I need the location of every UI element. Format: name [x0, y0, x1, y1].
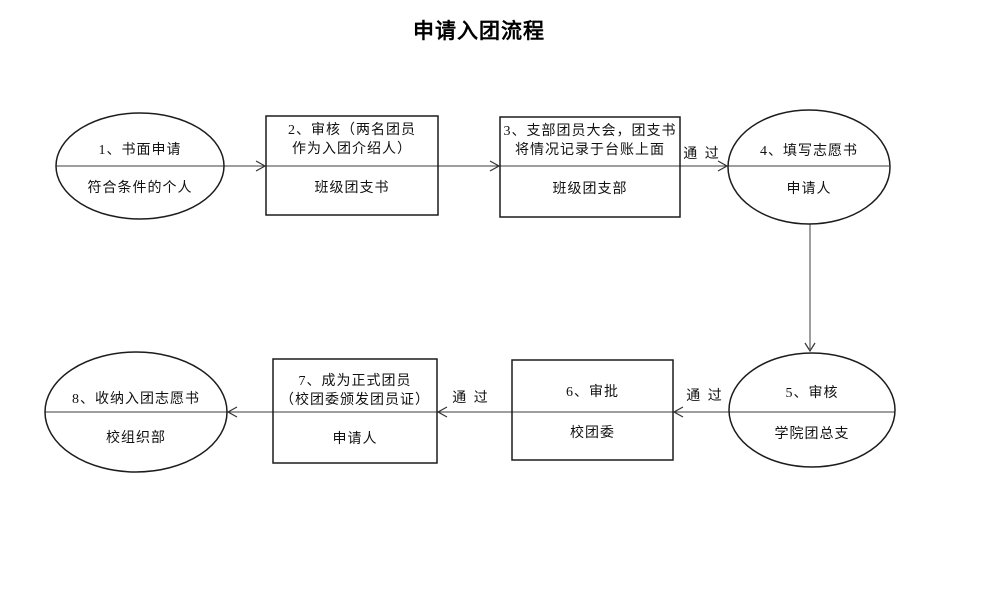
- node-6-step-label: 6、审批: [566, 385, 619, 400]
- node-3-step-label: 3、支部团员大会，团支书将情况记录于台账上面: [503, 124, 677, 158]
- node-1-step-label: 1、书面申请: [98, 143, 182, 158]
- edge-label-pass-2: 通 过: [686, 389, 724, 404]
- edge-label-pass-3: 通 过: [452, 391, 490, 406]
- node-4-step-label: 4、填写志愿书: [760, 144, 858, 159]
- arrowhead-right-icon: [255, 160, 267, 172]
- node-8-actor-label: 校组织部: [106, 431, 166, 446]
- node-6-actor-label: 校团委: [570, 426, 615, 441]
- node-4-ellipse: [727, 109, 891, 225]
- node-8-step-label: 8、收纳入团志愿书: [72, 392, 200, 407]
- node-4-actor-label: 申请人: [786, 182, 832, 197]
- arrowhead-left-icon: [672, 406, 684, 418]
- node-2-actor-label: 班级团支书: [314, 181, 390, 196]
- node-3-actor-label: 班级团支部: [552, 182, 628, 197]
- edge-label-pass-1: 通 过: [683, 147, 721, 162]
- arrowhead-right-icon: [717, 160, 729, 172]
- node-7-rect: [272, 358, 438, 464]
- node-7-actor-label: 申请人: [332, 432, 378, 447]
- node-5-ellipse: [728, 352, 896, 468]
- arrowhead-right-icon: [489, 160, 501, 172]
- node-5-actor-label: 学院团总支: [774, 427, 850, 442]
- node-8-ellipse: [44, 351, 228, 473]
- node-1-ellipse: [55, 112, 225, 220]
- node-2-step-label: 2、审核（两名团员作为入团介绍人）: [288, 123, 416, 157]
- arrowhead-down-icon: [804, 342, 816, 353]
- node-7-step-label: 7、成为正式团员（校团委颁发团员证）: [280, 374, 430, 408]
- node-6-rect: [511, 359, 674, 461]
- node-3-rect: [499, 116, 681, 218]
- arrowhead-left-icon: [226, 406, 238, 418]
- node-2-rect: [265, 115, 439, 216]
- node-5-step-label: 5、审核: [785, 386, 839, 401]
- arrowhead-left-icon: [436, 406, 448, 418]
- page-title: 申请入团流程: [413, 20, 545, 43]
- node-1-actor-label: 符合条件的个人: [87, 181, 193, 196]
